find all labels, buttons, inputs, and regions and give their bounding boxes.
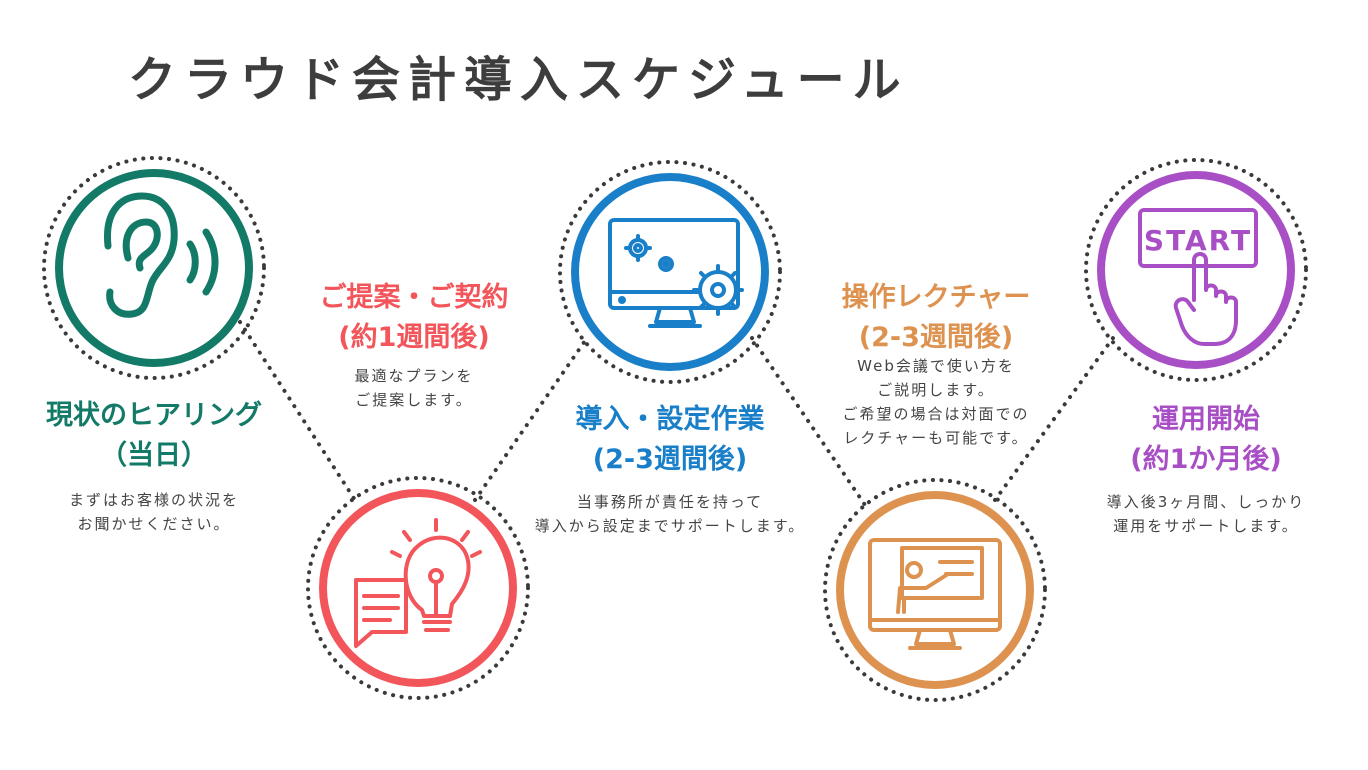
step-5-circle: START [1084,158,1308,382]
connector-2-3 [473,336,589,502]
connector-3-4 [750,336,867,507]
step-3-title: 導入・設定作業 (2-3週間後) [520,400,820,480]
teacher-monitor-icon [868,538,1002,650]
step-4-desc-line1: Web会議で使い方を [857,357,1015,375]
step-2-desc-line1: 最適なプランを [354,367,474,385]
step-1-desc-line1: まずはお客様の状況を [68,491,239,509]
monitor-gears-icon [608,218,744,328]
step-2-title: ご提案・ご契約 (約1週間後) [274,278,554,358]
step-1-title-line2: （当日） [100,440,208,471]
step-1-title: 現状のヒアリング （当日） [14,396,294,476]
step-4-description: Web会議で使い方を ご説明します。 ご希望の場合は対面での レクチャーも可能で… [796,354,1076,450]
step-3-desc-line2: 導入から設定までサポートします。 [534,517,806,535]
step-4-circle [823,478,1047,702]
step-4-desc-line2: ご説明します。 [877,381,995,399]
step-2-circle [306,476,530,700]
step-3-circle [558,160,782,384]
lightbulb-chat-icon [354,518,482,648]
start-button-icon [1138,208,1258,346]
step-5-description: 導入後3ヶ月間、しっかり 運用をサポートします。 [1066,490,1346,538]
step-1-desc-line2: お聞かせください。 [77,515,231,533]
start-icon-label: START [1144,224,1252,257]
step-3-description: 当事務所が責任を持って 導入から設定までサポートします。 [500,490,840,538]
step-5-title-line1: 運用開始 [1152,404,1260,435]
step-5-desc-line2: 運用をサポートします。 [1113,517,1299,535]
step-3-desc-line1: 当事務所が責任を持って [576,493,764,511]
step-3-title-line2: (2-3週間後) [592,444,748,475]
step-2-title-line2: (約1週間後) [338,322,490,353]
step-5-title-line2: (約1か月後) [1130,444,1282,475]
ear-icon [104,192,219,318]
gear-icon [692,264,744,316]
step-4-desc-line4: レクチャーも可能です。 [843,429,1029,447]
step-2-description: 最適なプランを ご提案します。 [274,364,554,412]
dotted-connectors [238,320,1115,507]
step-4-title-line1: 操作レクチャー [841,282,1031,313]
step-2-desc-line2: ご提案します。 [355,391,473,409]
connector-1-2 [238,320,357,502]
step-1-description: まずはお客様の状況を お聞かせください。 [14,488,294,536]
page-title: クラウド会計導入スケジュール [128,52,909,108]
step-1-title-line1: 現状のヒアリング [46,400,262,431]
step-4-title: 操作レクチャー (2-3週間後) [796,278,1076,358]
connector-4-5 [993,336,1115,502]
step-2-title-line1: ご提案・ご契約 [319,282,509,313]
step-5-desc-line1: 導入後3ヶ月間、しっかり [1106,493,1306,511]
step-1-circle [42,156,266,380]
step-3-title-line1: 導入・設定作業 [575,404,765,435]
step-4-title-line2: (2-3週間後) [858,322,1014,353]
step-4-desc-line3: ご希望の場合は対面での [842,405,1030,423]
step-5-title: 運用開始 (約1か月後) [1066,400,1346,480]
